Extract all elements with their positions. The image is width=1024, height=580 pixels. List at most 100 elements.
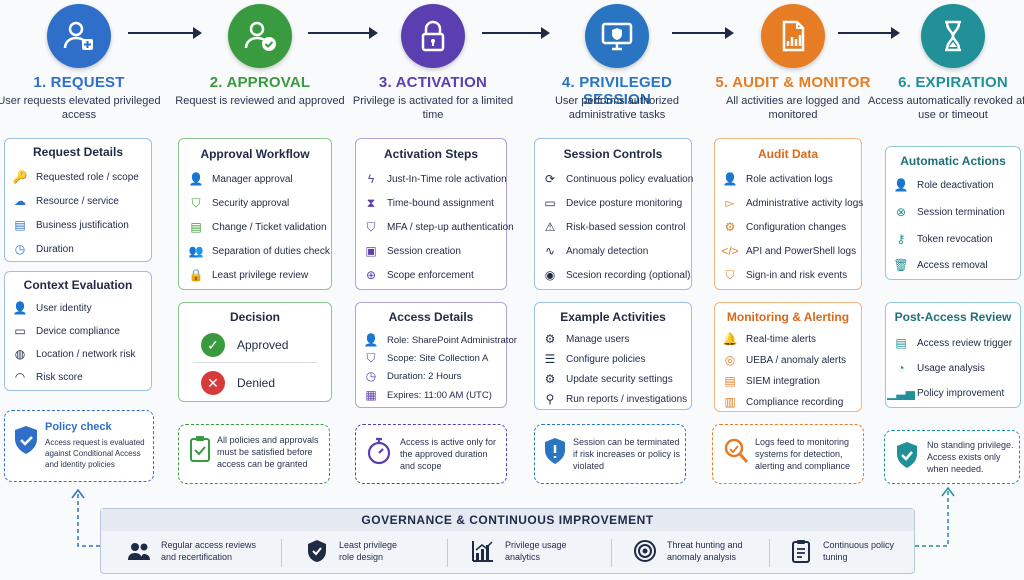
gear-icon: ⚙ bbox=[544, 332, 556, 346]
shield-check-icon bbox=[895, 441, 919, 469]
item-label: Role activation logs bbox=[746, 173, 833, 185]
note-text: Logs feed to monitoring systems for dete… bbox=[755, 437, 851, 471]
trash-icon: 🗑 bbox=[893, 258, 909, 272]
item-label: Location / network risk bbox=[36, 348, 136, 360]
governance-line: and recertification bbox=[161, 552, 233, 562]
item-label: Configuration changes bbox=[746, 221, 847, 233]
list-item: ◔Usage analysis bbox=[892, 360, 985, 376]
item-label: Duration: 2 Hours bbox=[387, 370, 462, 382]
record-icon: ◉ bbox=[544, 268, 556, 282]
warning-icon: ⚠ bbox=[544, 220, 556, 234]
access-details-panel: Access Details 👤Role: SharePoint Adminis… bbox=[355, 302, 517, 408]
item-label: Anomaly detection bbox=[566, 245, 649, 257]
document-icon: ▥ bbox=[724, 395, 736, 409]
session-note: Session can be terminated if risk increa… bbox=[534, 424, 686, 484]
list-item: 🔒Least privilege review bbox=[187, 267, 309, 283]
item-label: Update security settings bbox=[566, 373, 673, 385]
panel-title: Approval Workflow bbox=[200, 147, 310, 161]
panel-title: Example Activities bbox=[560, 310, 666, 324]
gear-icon: ⚙ bbox=[724, 220, 736, 234]
item-label: Change / Ticket validation bbox=[212, 221, 327, 233]
user-icon: 👤 bbox=[188, 172, 204, 186]
panel-title: Automatic Actions bbox=[900, 154, 1006, 168]
divider bbox=[447, 539, 448, 567]
decision-panel: Decision ✓ Approved ✕ Denied bbox=[178, 302, 332, 402]
bell-icon: 🔔 bbox=[722, 332, 738, 346]
list-item: ☁Resource / service bbox=[11, 193, 119, 209]
list-item: ⧗Time-bound assignment bbox=[362, 195, 494, 211]
list-item: ⚠Risk-based session control bbox=[541, 219, 686, 235]
settings-icon: ⚙ bbox=[544, 372, 556, 386]
flow-arrow-3 bbox=[482, 27, 550, 39]
target-icon bbox=[633, 539, 657, 563]
panel-title: Decision bbox=[229, 310, 280, 324]
document-icon: ▤ bbox=[14, 218, 26, 232]
item-label: SIEM integration bbox=[746, 375, 820, 387]
list-item: ☰ Configure policies bbox=[541, 351, 646, 367]
list-item: ◷ Duration: 2 Hours bbox=[362, 368, 462, 384]
list-item: ▥Compliance recording bbox=[721, 394, 843, 410]
terminal-icon: ▻ bbox=[725, 196, 735, 210]
list-item: ∿Anomaly detection bbox=[541, 243, 648, 259]
list-icon: ☰ bbox=[544, 352, 556, 366]
item-label: Run reports / investigations bbox=[566, 393, 688, 405]
governance-line: analytics bbox=[505, 552, 541, 562]
item-label: Manage users bbox=[566, 333, 630, 345]
item-label: Expires: 11:00 AM (UTC) bbox=[387, 389, 492, 401]
user-icon: 👤 bbox=[12, 301, 28, 315]
divider bbox=[769, 539, 770, 567]
item-label: Scope: Site Collection A bbox=[387, 352, 489, 364]
panel-title: Session Controls bbox=[563, 147, 663, 161]
list-item: 🔔Real-time alerts bbox=[721, 331, 817, 347]
stage-desc-expiration: Access automatically revoked after use o… bbox=[868, 95, 1024, 121]
user-add-icon bbox=[63, 21, 93, 50]
x-circle-icon: ⊗ bbox=[895, 205, 907, 219]
stage-desc-audit: All activities are logged and monitored bbox=[726, 95, 860, 121]
session-stage-icon bbox=[585, 4, 649, 68]
gauge-icon: ◠ bbox=[14, 370, 26, 384]
magnifier-icon bbox=[723, 437, 749, 465]
list-item: ▣Session creation bbox=[362, 243, 461, 259]
clock-icon: ◷ bbox=[365, 369, 377, 383]
list-item: ⊗ Session termination bbox=[892, 204, 1005, 220]
note-text: Access is active only for the approved d… bbox=[400, 437, 497, 471]
audit-note: Logs feed to monitoring systems for dete… bbox=[712, 424, 864, 484]
item-label: Approved bbox=[237, 338, 289, 352]
governance-line: Continuous policy bbox=[823, 540, 895, 550]
approval-workflow-panel: Approval Workflow 👤Manager approval ⛉Sec… bbox=[178, 138, 332, 290]
decision-denied: ✕ Denied bbox=[201, 371, 275, 395]
governance-panel: GOVERNANCE & CONTINUOUS IMPROVEMENT Regu… bbox=[100, 508, 915, 574]
bar-chart-icon bbox=[471, 539, 495, 563]
item-label: Least privilege review bbox=[212, 269, 309, 281]
check-circle-icon: ✓ bbox=[201, 333, 225, 357]
clock-icon: ◷ bbox=[14, 242, 26, 256]
item-label: Configure policies bbox=[566, 353, 646, 365]
list-item: ▤Change / Ticket validation bbox=[187, 219, 327, 235]
example-activities-panel: Example Activities ⚙ Manage users ☰ Config… bbox=[534, 302, 692, 410]
approval-note: All policies and approvals must be satis… bbox=[178, 424, 330, 484]
list-item: </>API and PowerShell logs bbox=[721, 243, 856, 259]
decision-approved: ✓ Approved bbox=[201, 333, 288, 357]
list-item: ⛉MFA / step-up authentication bbox=[362, 219, 513, 235]
shield-alert-icon bbox=[543, 437, 567, 465]
governance-line: Privilege usage bbox=[505, 540, 567, 550]
list-item: 👤Role activation logs bbox=[721, 171, 833, 187]
governance-line: anomaly analysis bbox=[667, 552, 737, 562]
cloud-icon: ☁ bbox=[14, 194, 26, 208]
user-icon: 👤 bbox=[363, 333, 379, 347]
target-icon: ◎ bbox=[724, 353, 736, 367]
hourglass-icon bbox=[945, 20, 961, 52]
panel-title: Post-Access Review bbox=[894, 310, 1012, 324]
list-item: ▤Business justification bbox=[11, 217, 129, 233]
item-label: Access removal bbox=[917, 259, 988, 271]
item-label: Sign-in and risk events bbox=[746, 269, 848, 281]
item-label: Usage analysis bbox=[917, 362, 985, 374]
item-label: Risk score bbox=[36, 371, 83, 383]
terminal-icon: ▣ bbox=[365, 244, 377, 258]
list-item: ⚲Run reports / investigations bbox=[541, 391, 688, 407]
governance-line: tuning bbox=[823, 552, 848, 562]
list-item: 🗑 Access removal bbox=[892, 257, 988, 273]
item-label: Session termination bbox=[917, 206, 1005, 218]
